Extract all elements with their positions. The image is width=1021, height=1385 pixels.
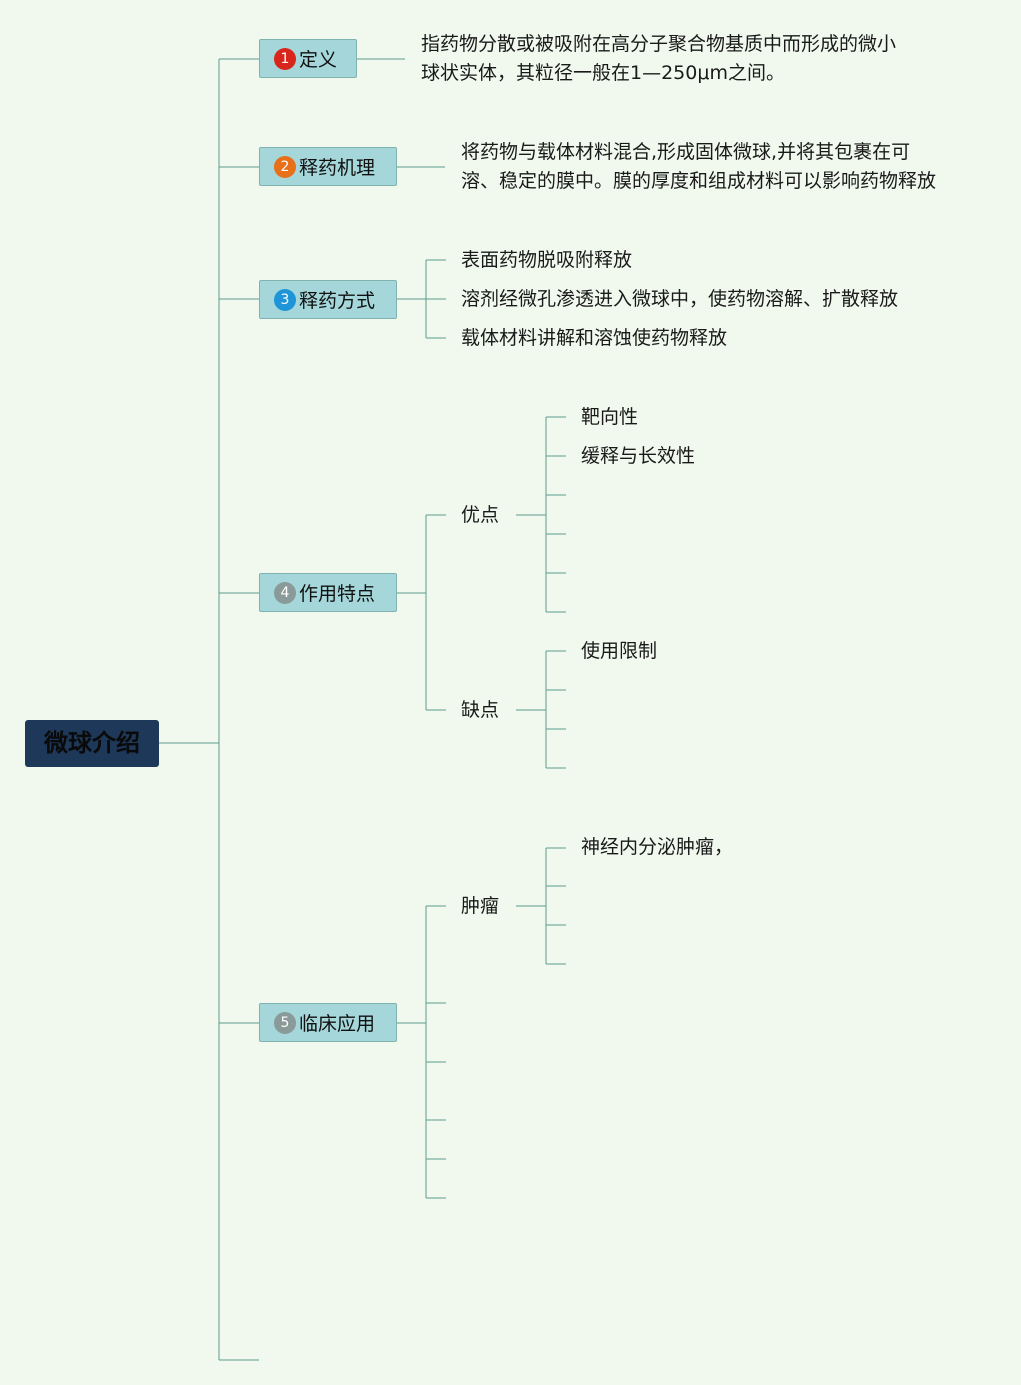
group-advantages[interactable]: 优点 <box>461 504 500 526</box>
mechanism-text: 将药物与载体材料混合,形成固体微球,并将其包裹在可 溶、稳定的膜中。膜的厚度和组… <box>461 138 936 196</box>
number-badge-5: 5 <box>274 1011 296 1034</box>
number-badge-1: 1 <box>274 47 296 70</box>
topic-definition[interactable]: 1 定义 <box>259 39 357 78</box>
topic-label: 释药机理 <box>299 157 376 179</box>
topic-characteristics[interactable]: 4 作用特点 <box>259 573 397 612</box>
topic-label: 临床应用 <box>299 1013 376 1035</box>
release-mode-item[interactable]: 溶剂经微孔渗透进入微球中，使药物溶解、扩散释放 <box>461 288 899 310</box>
mechanism-line-1: 将药物与载体材料混合,形成固体微球,并将其包裹在可 <box>461 141 911 163</box>
group-disadvantages[interactable]: 缺点 <box>461 699 500 721</box>
number-badge-4: 4 <box>274 581 296 604</box>
disadvantage-item[interactable]: 使用限制 <box>581 640 658 662</box>
topic-label: 作用特点 <box>299 583 376 605</box>
definition-text: 指药物分散或被吸附在高分子聚合物基质中而形成的微小 球状实体，其粒径一般在1—2… <box>421 30 896 88</box>
topic-release-mode[interactable]: 3 释药方式 <box>259 280 397 319</box>
topic-clinical-application[interactable]: 5 临床应用 <box>259 1003 397 1042</box>
topic-label: 定义 <box>299 49 338 71</box>
mechanism-line-2: 溶、稳定的膜中。膜的厚度和组成材料可以影响药物释放 <box>461 170 937 192</box>
tumor-item[interactable]: 神经内分泌肿瘤， <box>581 836 734 858</box>
release-mode-item[interactable]: 载体材料讲解和溶蚀使药物释放 <box>461 327 728 349</box>
number-badge-2: 2 <box>274 155 296 178</box>
definition-line-2: 球状实体，其粒径一般在1—250μm之间。 <box>421 62 785 84</box>
topic-label: 释药方式 <box>299 290 376 312</box>
definition-line-1: 指药物分散或被吸附在高分子聚合物基质中而形成的微小 <box>421 33 897 55</box>
group-tumor[interactable]: 肿瘤 <box>461 895 500 917</box>
advantage-item[interactable]: 缓释与长效性 <box>581 445 696 467</box>
number-badge-3: 3 <box>274 288 296 311</box>
topic-release-mechanism[interactable]: 2 释药机理 <box>259 147 397 186</box>
root-node[interactable]: 微球介绍 <box>25 720 159 767</box>
release-mode-item[interactable]: 表面药物脱吸附释放 <box>461 249 633 271</box>
advantage-item[interactable]: 靶向性 <box>581 406 639 428</box>
